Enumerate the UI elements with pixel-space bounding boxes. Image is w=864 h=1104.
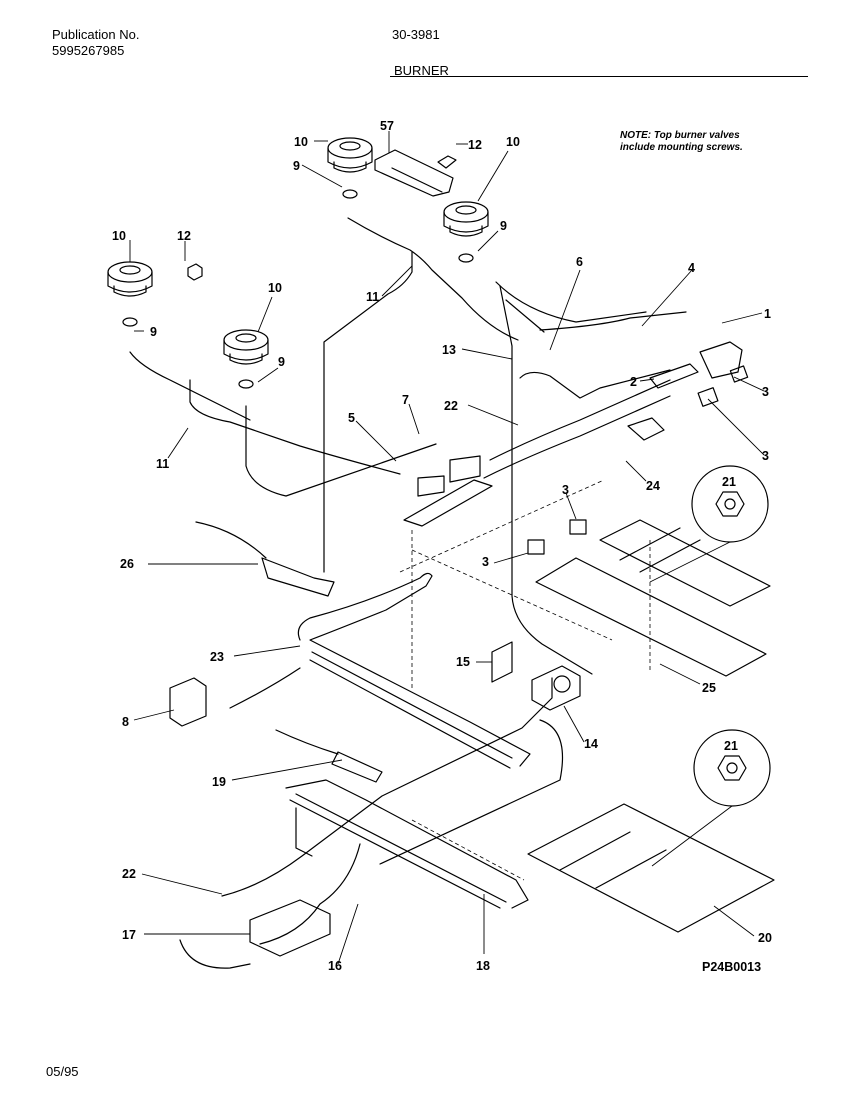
callout-4: 4 bbox=[688, 261, 695, 275]
callout-26: 26 bbox=[120, 557, 134, 571]
publication-number: 5995267985 bbox=[52, 43, 125, 58]
callout-11: 11 bbox=[156, 457, 169, 471]
publication-label: Publication No. bbox=[52, 27, 140, 42]
page-code: 30-3981 bbox=[392, 27, 440, 42]
callout-12: 12 bbox=[177, 229, 191, 243]
callout-57: 57 bbox=[380, 119, 394, 133]
callout-5: 5 bbox=[348, 411, 355, 425]
callout-6: 6 bbox=[576, 255, 583, 269]
callout-3: 3 bbox=[562, 483, 569, 497]
callout-16: 16 bbox=[328, 959, 342, 973]
callout-11: 11 bbox=[366, 290, 379, 304]
callout-21: 21 bbox=[724, 739, 738, 753]
callout-10: 10 bbox=[268, 281, 282, 295]
callout-9: 9 bbox=[150, 325, 157, 339]
callout-10: 10 bbox=[294, 135, 308, 149]
callout-3: 3 bbox=[762, 385, 769, 399]
callout-12: 12 bbox=[468, 138, 482, 152]
parts-note: NOTE: Top burner valves include mounting… bbox=[620, 130, 743, 154]
burner-head-center bbox=[223, 329, 269, 365]
burner-head-top-left bbox=[327, 137, 373, 173]
callout-14: 14 bbox=[584, 737, 598, 751]
callout-23: 23 bbox=[210, 650, 224, 664]
callout-10: 10 bbox=[506, 135, 520, 149]
note-line-2: include mounting screws. bbox=[620, 142, 743, 153]
callout-9: 9 bbox=[278, 355, 285, 369]
section-title: BURNER bbox=[394, 63, 449, 78]
callout-15: 15 bbox=[456, 655, 470, 669]
callout-3: 3 bbox=[762, 449, 769, 463]
callout-19: 19 bbox=[212, 775, 226, 789]
note-line-1: NOTE: Top burner valves bbox=[620, 130, 740, 141]
callout-9: 9 bbox=[500, 219, 507, 233]
callout-18: 18 bbox=[476, 959, 490, 973]
callout-22: 22 bbox=[444, 399, 458, 413]
callout-25: 25 bbox=[702, 681, 716, 695]
callout-3: 3 bbox=[482, 555, 489, 569]
callout-13: 13 bbox=[442, 343, 456, 357]
burner-head-top-right bbox=[443, 201, 489, 237]
callout-8: 8 bbox=[122, 715, 129, 729]
callout-7: 7 bbox=[402, 393, 409, 407]
callout-21: 21 bbox=[722, 475, 736, 489]
callout-10: 10 bbox=[112, 229, 126, 243]
figure-code: P24B0013 bbox=[702, 960, 761, 974]
callout-2: 2 bbox=[630, 375, 637, 389]
revision-date: 05/95 bbox=[46, 1064, 79, 1079]
burner-head-left bbox=[107, 261, 153, 297]
callout-22: 22 bbox=[122, 867, 136, 881]
header-rule bbox=[390, 76, 808, 77]
callout-1: 1 bbox=[764, 307, 771, 321]
callout-9: 9 bbox=[293, 159, 300, 173]
callout-17: 17 bbox=[122, 928, 136, 942]
callout-20: 20 bbox=[758, 931, 772, 945]
callout-24: 24 bbox=[646, 479, 660, 493]
